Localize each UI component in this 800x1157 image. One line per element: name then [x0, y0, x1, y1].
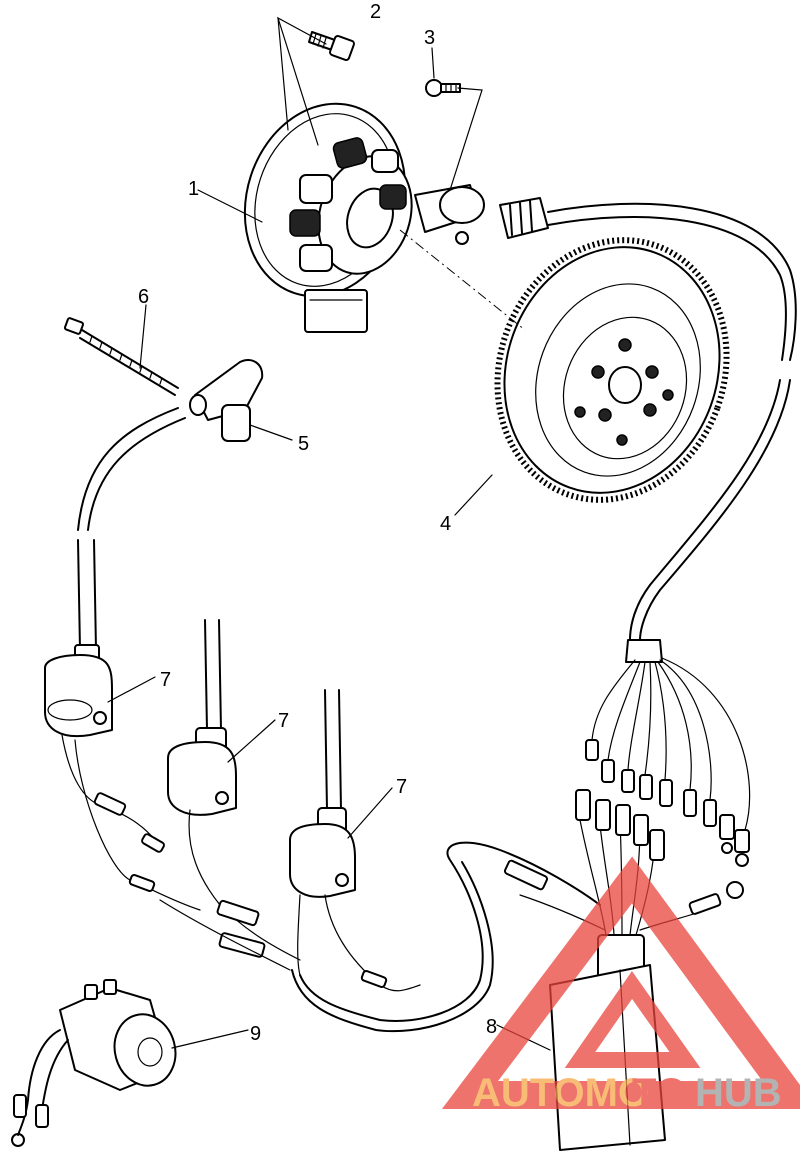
callout-5: 5: [298, 433, 309, 455]
callout-labels: 1 2 3 4 5 6 7 7 7 8 9: [138, 1, 497, 1045]
callout-2: 2: [370, 1, 381, 23]
callout-4: 4: [440, 513, 451, 535]
leader-lines: [107, 16, 551, 1051]
ignition-coil-1: [44, 644, 113, 738]
screw-part-3: [425, 79, 461, 97]
watermark-text-1: AUTOMO: [472, 1071, 649, 1115]
callout-8: 8: [486, 1016, 497, 1038]
harness-connectors: [585, 657, 751, 867]
spark-plug-cap-part-5: [189, 359, 264, 442]
ht-lead-1: [77, 407, 186, 651]
stator-harness-cable: [547, 202, 797, 663]
cable-tie-part-6: [63, 317, 179, 396]
flywheel: [494, 237, 730, 503]
ignition-coil-3: [289, 689, 356, 898]
coil-wiring: [61, 734, 606, 1033]
watermark-logo: AUTOMO TO HUB: [441, 856, 800, 1115]
callout-7b: 7: [278, 710, 289, 732]
watermark-text-2: TO: [632, 1071, 687, 1115]
starter-solenoid-part-9: [11, 979, 177, 1147]
bolt-part-2: [308, 31, 355, 61]
callout-7c: 7: [396, 776, 407, 798]
callout-7a: 7: [160, 669, 171, 691]
callout-6: 6: [138, 286, 149, 308]
callout-1: 1: [188, 178, 199, 200]
callout-9: 9: [250, 1023, 261, 1045]
stator-assembly: [243, 102, 549, 333]
ignition-coil-2: [167, 619, 237, 816]
watermark-text-3: HUB: [695, 1071, 782, 1115]
callout-3: 3: [424, 27, 435, 49]
